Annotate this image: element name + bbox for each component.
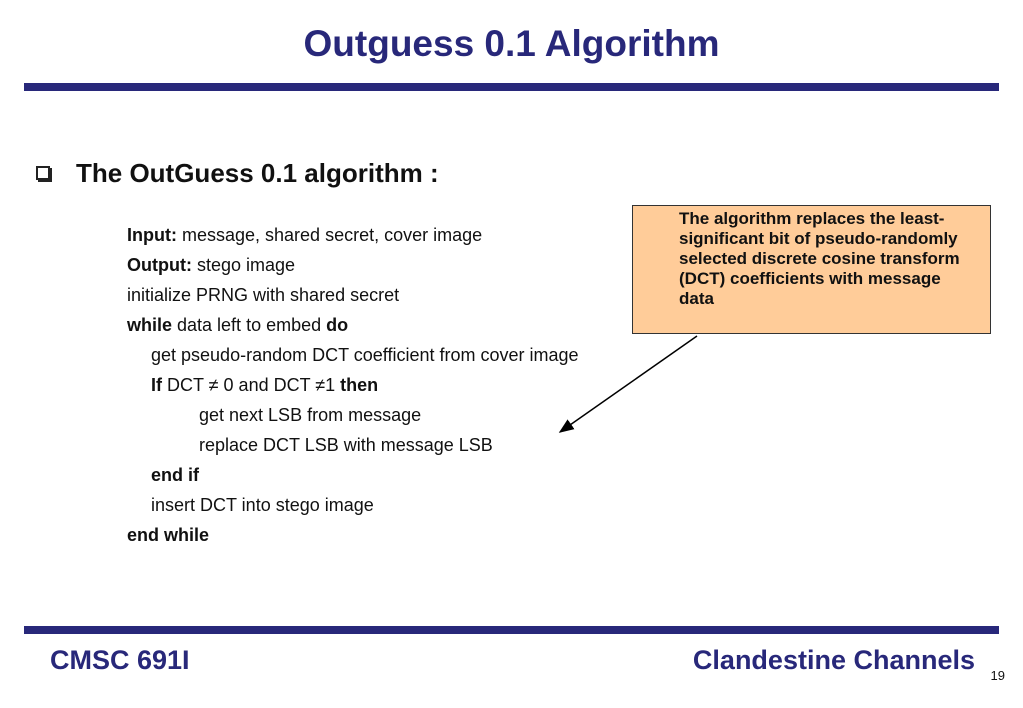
arrow-line xyxy=(558,335,698,433)
slide-title: Outguess 0.1 Algorithm xyxy=(303,23,720,64)
keyword-output: Output: xyxy=(127,255,192,275)
input-text: message, shared secret, cover image xyxy=(176,225,483,245)
footer-course: CMSC 691I xyxy=(50,645,190,675)
header-rule xyxy=(24,83,999,91)
while-text: data left to embed xyxy=(172,315,327,335)
algo-line-while: while data left to embed do xyxy=(127,310,579,340)
callout-box: The algorithm replaces the least-signifi… xyxy=(632,205,991,334)
keyword-input: Input: xyxy=(127,225,177,245)
if-text: DCT ≠ 0 and DCT ≠1 xyxy=(162,375,341,395)
page-number: 19 xyxy=(990,668,1005,683)
algo-line-end-if: end if xyxy=(127,460,579,490)
algo-line-if: If DCT ≠ 0 and DCT ≠1 then xyxy=(127,370,579,400)
keyword-if: If xyxy=(151,375,162,395)
algo-line-insert: insert DCT into stego image xyxy=(151,495,374,515)
algo-line-input: Input: message, shared secret, cover ima… xyxy=(127,220,579,250)
bullet-heading: The OutGuess 0.1 algorithm : xyxy=(76,157,439,188)
algo-line-output: Output: stego image xyxy=(127,250,579,280)
output-text: stego image xyxy=(191,255,296,275)
keyword-end-if: end if xyxy=(151,465,199,485)
algorithm-block: Input: message, shared secret, cover ima… xyxy=(127,220,579,550)
algo-line-get-coeff: get pseudo-random DCT coefficient from c… xyxy=(151,345,579,365)
keyword-then: then xyxy=(340,375,379,395)
bullet-row: The OutGuess 0.1 algorithm : xyxy=(36,156,439,190)
footer-topic: Clandestine Channels xyxy=(692,645,975,675)
algo-line-replace: replace DCT LSB with message LSB xyxy=(199,435,493,455)
keyword-end-while: end while xyxy=(127,525,210,545)
square-bullet-icon xyxy=(36,166,50,180)
algo-line-init: initialize PRNG with shared secret xyxy=(127,285,400,305)
callout-text: The algorithm replaces the least-signifi… xyxy=(679,209,960,308)
algo-line-get-lsb: get next LSB from message xyxy=(199,405,422,425)
algo-line-end-while: end while xyxy=(127,520,579,550)
keyword-do: do xyxy=(326,315,349,335)
footer-rule xyxy=(24,626,999,634)
keyword-while: while xyxy=(127,315,173,335)
